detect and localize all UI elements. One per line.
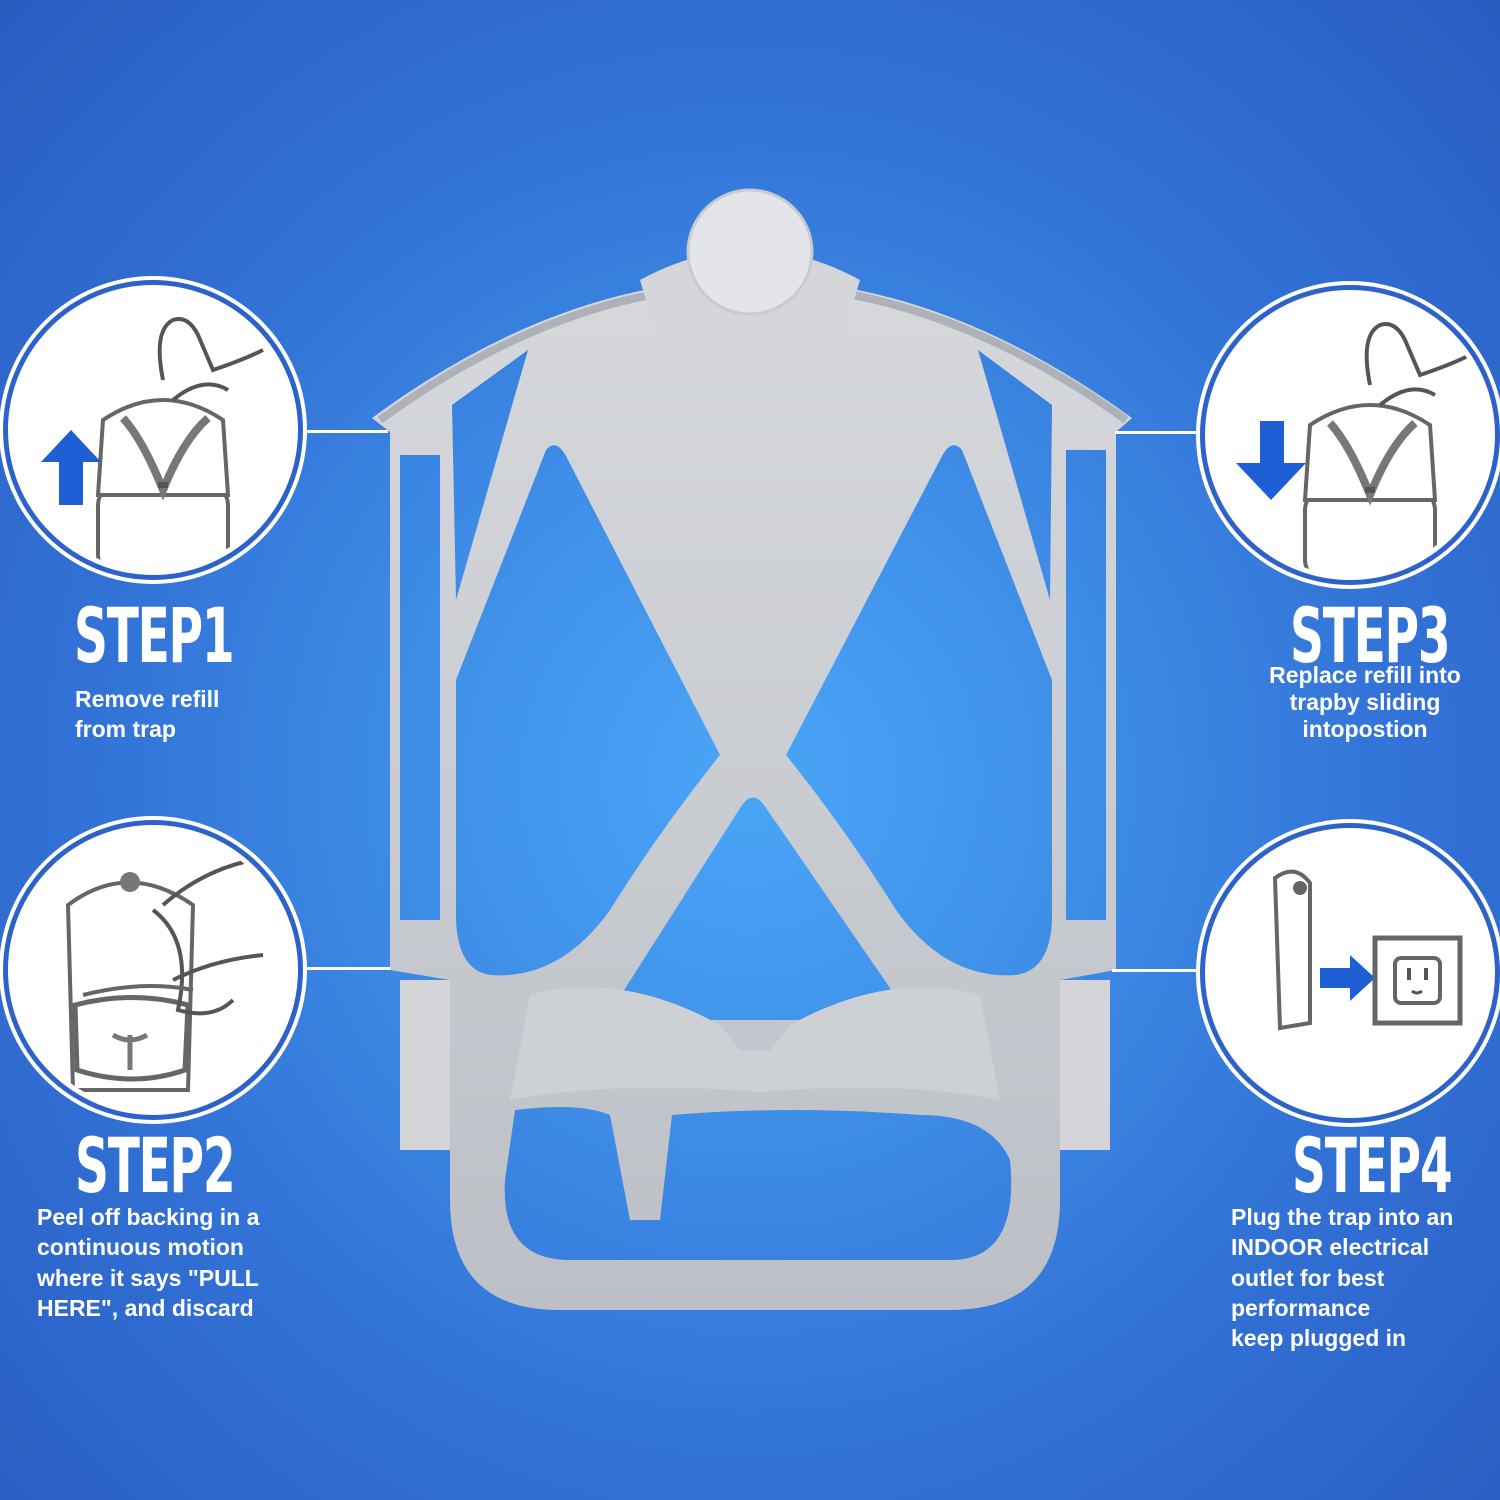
step2-title: STEP2	[75, 1121, 236, 1210]
refill-up-arrow-icon	[41, 317, 264, 570]
step2-line: where it says "PULL	[37, 1264, 259, 1291]
plug-outlet-icon	[1272, 869, 1463, 1031]
step1-title: STEP1	[74, 591, 235, 680]
step4-line: INDOOR electrical	[1231, 1234, 1430, 1261]
step2-line: Peel off backing in a	[37, 1204, 260, 1230]
step1-description: Remove refill from trap	[75, 684, 219, 745]
step3-description: Replace refill into trapby sliding intop…	[1245, 662, 1485, 743]
refill-down-arrow-icon	[1236, 322, 1471, 575]
trap-frame-icon	[372, 188, 1132, 1310]
step3-line: Replace refill into	[1269, 662, 1461, 688]
step4-connector	[1112, 969, 1204, 972]
step3-connector	[1115, 431, 1203, 434]
step1-illustration	[8, 285, 298, 575]
step4-title: STEP4	[1292, 1121, 1453, 1210]
step3-title: STEP3	[1290, 591, 1451, 680]
step3-line: trapby sliding	[1289, 689, 1441, 716]
step4-line: performance	[1231, 1295, 1371, 1322]
step2-illustration	[8, 825, 298, 1115]
step2-description: Peel off backing in a continuous motion …	[37, 1202, 259, 1323]
step4-line: outlet for best	[1231, 1264, 1385, 1291]
step1-line: from trap	[75, 716, 176, 743]
step2-connector	[298, 967, 390, 970]
step4-illustration	[1205, 828, 1495, 1118]
step2-line: continuous motion	[37, 1234, 244, 1261]
peel-backing-icon	[65, 858, 264, 1092]
step3-illustration	[1205, 290, 1495, 580]
step1-connector	[298, 430, 388, 433]
step4-line: keep plugged in	[1231, 1325, 1407, 1352]
step4-line: Plug the trap into an	[1231, 1204, 1454, 1230]
step1-line: Remove refill	[75, 686, 220, 712]
step3-line: intopostion	[1302, 716, 1428, 743]
step4-description: Plug the trap into an INDOOR electrical …	[1231, 1202, 1453, 1354]
step2-line: HERE", and discard	[37, 1295, 254, 1322]
